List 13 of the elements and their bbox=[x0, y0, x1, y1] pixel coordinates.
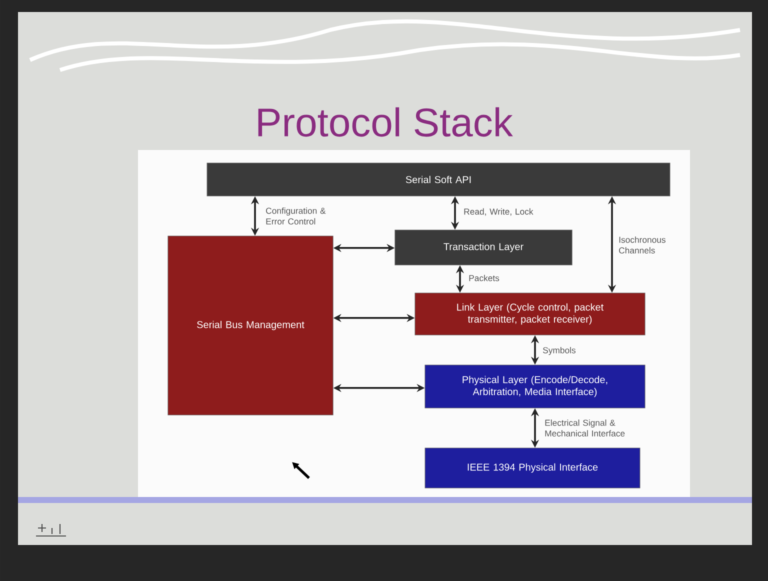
edge-label: Symbols bbox=[543, 346, 576, 356]
layer-box: Link Layer (Cycle control, packet transmitter, packet receiver) bbox=[414, 292, 646, 336]
layer-box: Serial Soft API bbox=[206, 162, 670, 196]
edge-label: Isochronous Channels bbox=[619, 236, 666, 254]
layer-box: Transaction Layer bbox=[394, 230, 572, 266]
layer-box: Serial Bus Management bbox=[168, 236, 334, 416]
edge-label: Configuration & Error Control bbox=[266, 207, 326, 224]
layer-box: IEEE 1394 Physical Interface bbox=[424, 448, 640, 488]
edge-label: Electrical Signal & Mechanical Interface bbox=[545, 419, 625, 436]
title: Protocol Stack bbox=[258, 107, 513, 137]
layer-box: Physical Layer (Encode/Decode, Arbitration, Media Interface) bbox=[424, 364, 646, 408]
edge-label: Read, Write, Lock bbox=[464, 208, 534, 216]
edge-label: Packets bbox=[469, 274, 500, 282]
